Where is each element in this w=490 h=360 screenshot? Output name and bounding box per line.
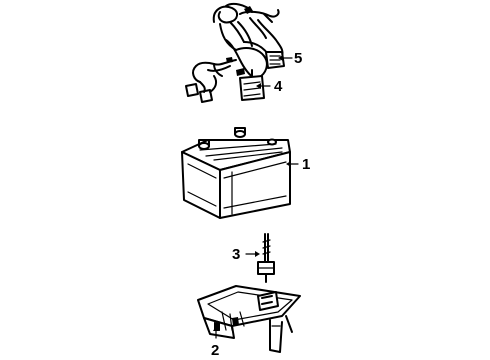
callout-3-label: 3 (232, 246, 240, 263)
wiring-harness-icon (185, 3, 285, 103)
callout-5-label: 5 (294, 50, 302, 67)
callout-2-label: 2 (211, 342, 219, 359)
callout-1-label: 1 (302, 156, 310, 173)
callout-4-label: 4 (274, 78, 283, 95)
hold-down-bolt-icon (257, 233, 275, 283)
battery-icon (181, 127, 291, 219)
battery-tray-icon (197, 285, 301, 353)
callout-5: 5 (278, 50, 302, 67)
callout-2: 2 (211, 326, 219, 359)
callout-1: 1 (286, 156, 310, 173)
callout-4: 4 (256, 78, 283, 95)
callout-3: 3 (232, 246, 260, 263)
